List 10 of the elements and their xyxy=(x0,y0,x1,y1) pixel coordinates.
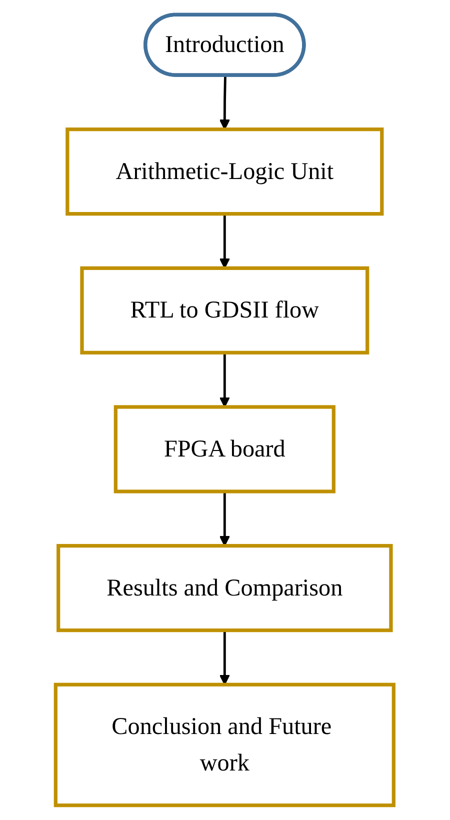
arrow xyxy=(220,630,230,686)
node-box: Results and Comparison xyxy=(56,544,394,632)
arrow xyxy=(220,76,230,130)
node-box: RTL to GDSII flow xyxy=(80,266,370,354)
arrow xyxy=(220,491,230,546)
arrow xyxy=(220,352,230,408)
node-box: Conclusion and Future work xyxy=(54,682,396,808)
node-box: FPGA board xyxy=(114,405,336,494)
arrow xyxy=(220,214,230,269)
node-box: Arithmetic-Logic Unit xyxy=(66,128,384,216)
